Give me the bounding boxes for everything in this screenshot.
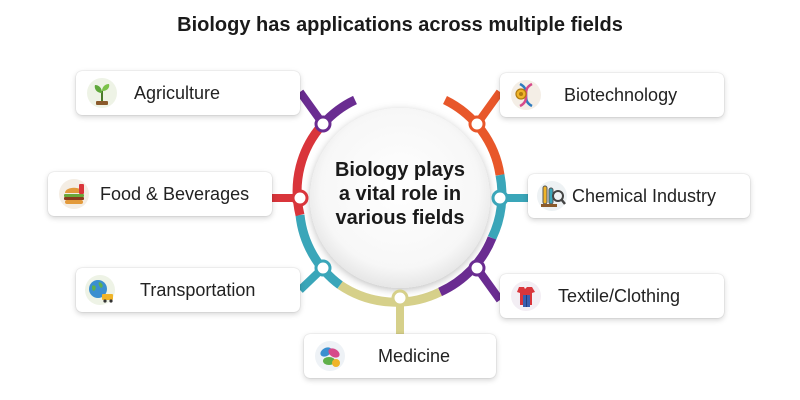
plant-sprout-icon — [87, 78, 117, 108]
field-label: Transportation — [140, 280, 256, 300]
field-label: Food & Beverages — [100, 184, 250, 204]
field-card-biotechnology: Biotechnology — [500, 73, 724, 117]
field-card-transportation: Transportation — [76, 268, 300, 312]
node-biotechnology — [468, 115, 486, 133]
field-card-textile-clothing: Textile/Clothing — [500, 274, 724, 318]
field-card-food-beverages: Food & Beverages — [48, 172, 272, 216]
node-medicine — [391, 289, 409, 307]
medicine-icon — [315, 341, 345, 371]
field-label: Biotechnology — [564, 85, 678, 105]
globe-transport-icon — [85, 275, 115, 305]
field-label: Textile/Clothing — [558, 286, 681, 306]
ring-arc-teal-left — [295, 214, 343, 289]
center-line-1: Biology plays — [334, 159, 466, 181]
field-label: Agriculture — [134, 83, 221, 103]
center-circle — [310, 108, 490, 288]
field-label: Chemical Industry — [572, 186, 717, 206]
field-card-medicine: Medicine — [304, 334, 496, 378]
dna-icon — [511, 80, 541, 110]
field-label: Medicine — [378, 346, 451, 366]
node-chemical — [491, 189, 509, 207]
center-caption: Biology plays a vital role in various fi… — [315, 158, 485, 230]
node-agriculture — [314, 115, 332, 133]
chemistry-lab-icon — [537, 181, 567, 211]
ring-arc-olive — [337, 281, 442, 307]
burger-icon — [59, 179, 89, 209]
ring-arc-teal-right — [487, 174, 507, 240]
center-line-2: a vital role in — [338, 183, 462, 205]
node-textile — [468, 259, 486, 277]
center-line-3: various fields — [335, 207, 465, 229]
node-transportation — [314, 259, 332, 277]
field-card-agriculture: Agriculture — [76, 71, 300, 115]
field-card-chemical-industry: Chemical Industry — [528, 174, 750, 218]
page-title: Biology has applications across multiple… — [177, 14, 623, 36]
node-food — [291, 189, 309, 207]
clothing-icon — [511, 281, 541, 311]
